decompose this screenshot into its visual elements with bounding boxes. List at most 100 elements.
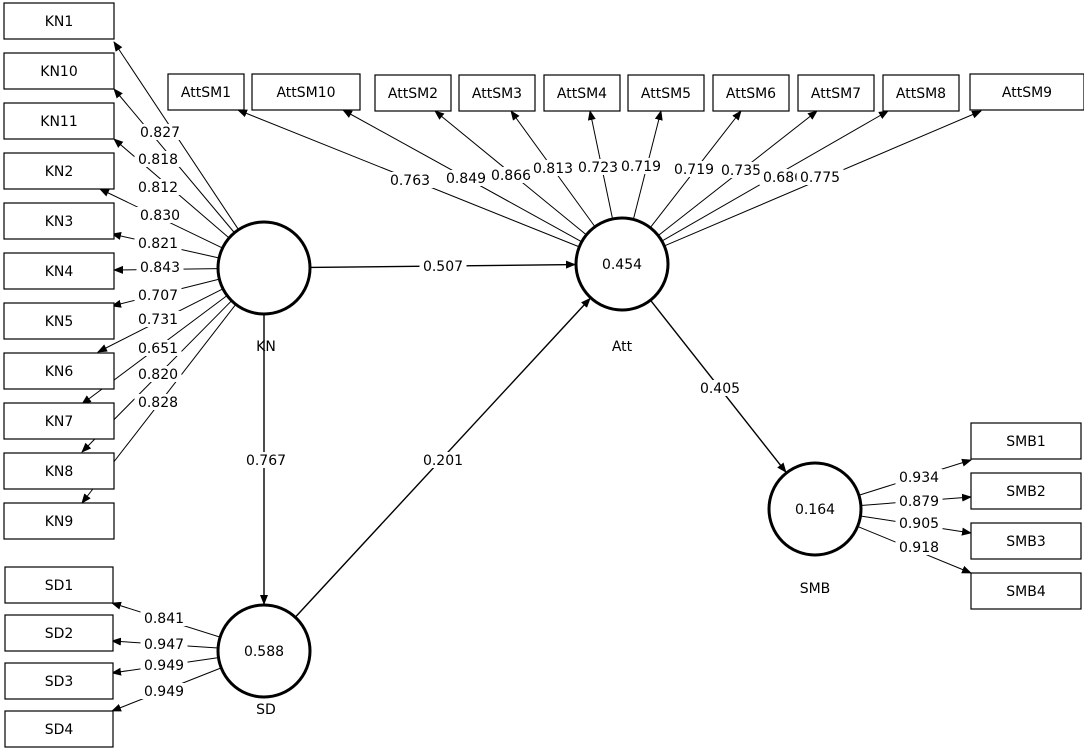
indicator-attsm7-label: AttSM7 [811, 86, 861, 102]
loading-attsm9-bg [796, 169, 844, 185]
indicator-smb1-box [970, 422, 1082, 460]
loading-smb4-bg [895, 539, 943, 555]
loading-attsm3: 0.813 [533, 161, 573, 177]
indicator-attsm1-box [167, 73, 245, 111]
indicator-attsm5-box [627, 74, 705, 112]
loading-attsm1: 0.763 [390, 173, 430, 189]
indicator-attsm7-box [797, 74, 875, 112]
indicator-smb4-box [970, 572, 1082, 610]
indicator-kn11-label: KN11 [40, 114, 77, 130]
indicator-kn4-box [3, 252, 115, 290]
path-coef-kn-att-bg [419, 258, 467, 274]
indicator-sd2-box [4, 614, 114, 652]
loading-attsm2-bg [487, 167, 535, 183]
indicator-smb4-label: SMB4 [1006, 584, 1046, 600]
loading-attsm6: 0.719 [674, 162, 714, 178]
indicator-sd4-box [4, 710, 114, 748]
indicator-sd3-box [4, 662, 114, 700]
loading-sd3: 0.949 [144, 658, 184, 674]
indicator-attsm5-label: AttSM5 [641, 86, 691, 102]
indicator-kn3-label: KN3 [45, 214, 74, 230]
loading-kn-8: 0.731 [138, 312, 178, 328]
indicator-kn1-label: KN1 [45, 14, 74, 30]
indicator-attsm10-box [251, 73, 361, 111]
loading-kn-2: 0.818 [138, 152, 178, 168]
indicator-kn4-label: KN4 [45, 264, 74, 280]
loading-kn-11-bg [134, 394, 182, 410]
loading-attsm4: 0.723 [578, 160, 618, 176]
indicator-attsm3-label: AttSM3 [472, 86, 522, 102]
indicator-attsm1-label: AttSM1 [181, 85, 231, 101]
loading-kn-1-bg [136, 124, 184, 140]
loading-attsm8-bg [759, 169, 807, 185]
indicator-attsm6-box [712, 74, 790, 112]
loading-kn-3-bg [134, 179, 182, 195]
loading-kn-1: 0.827 [140, 125, 180, 141]
latent-att-name: Att [612, 339, 633, 355]
loading-kn-2-bg [134, 151, 182, 167]
indicator-smb2-label: SMB2 [1006, 484, 1045, 500]
loading-kn-10-bg [134, 366, 182, 382]
loading-kn-4: 0.830 [140, 208, 180, 224]
loading-smb1: 0.934 [899, 470, 939, 486]
indicator-smb3-label: SMB3 [1006, 534, 1045, 550]
loading-attsm8: 0.686 [763, 170, 803, 186]
indicator-kn5-box [3, 302, 115, 340]
indicator-attsm4-label: AttSM4 [557, 86, 607, 102]
latent-smb-r2: 0.164 [795, 502, 835, 518]
loading-kn-6-bg [136, 259, 184, 275]
loading-attsm6-bg [670, 161, 718, 177]
indicator-kn7-label: KN7 [45, 414, 74, 430]
latent-kn-circle [216, 220, 312, 316]
loading-attsm10-bg [442, 170, 490, 186]
indicator-kn6-box [3, 352, 115, 390]
indicator-attsm2-label: AttSM2 [388, 86, 438, 102]
indicator-kn7-box [3, 402, 115, 440]
loading-attsm3-bg [529, 160, 577, 176]
indicator-kn9-label: KN9 [45, 514, 74, 530]
indicator-smb2-box [970, 472, 1082, 510]
path-coef-sd-att: 0.201 [423, 453, 463, 469]
path-coef-kn-sd: 0.767 [246, 453, 286, 469]
indicator-kn1-box [3, 2, 115, 40]
latent-smb-circle [767, 461, 863, 557]
loading-sd4-bg [140, 683, 188, 699]
loading-attsm7-bg [717, 162, 765, 178]
edges-layer [81, 41, 982, 712]
loading-sd1: 0.841 [144, 611, 184, 627]
indicator-sd1-box [4, 566, 114, 604]
loading-smb3: 0.905 [899, 516, 939, 532]
loading-attsm10: 0.849 [446, 171, 486, 187]
loading-attsm1-bg [386, 172, 434, 188]
indicator-kn11-box [3, 102, 115, 140]
indicator-sd3-label: SD3 [45, 674, 74, 690]
indicator-kn5-label: KN5 [45, 314, 74, 330]
loading-smb2-bg [895, 493, 943, 509]
loading-kn-10: 0.820 [138, 367, 178, 383]
loading-kn-3: 0.812 [138, 180, 178, 196]
indicator-kn3-box [3, 202, 115, 240]
latent-kn-name: KN [256, 339, 276, 355]
indicator-attsm10-label: AttSM10 [276, 85, 335, 101]
loading-sd2-bg [140, 636, 188, 652]
loading-kn-5-bg [134, 235, 182, 251]
indicator-attsm3-box [458, 74, 536, 112]
loading-smb1-bg [895, 469, 943, 485]
latent-att-circle [574, 216, 670, 312]
path-coef-kn-att: 0.507 [423, 259, 463, 275]
path-coef-kn-sd-bg [242, 452, 290, 468]
indicator-attsm9-label: AttSM9 [1002, 85, 1052, 101]
indicator-kn9-box [3, 502, 115, 540]
indicator-kn10-box [3, 52, 115, 90]
path-coef-att-smb: 0.405 [700, 381, 740, 397]
indicator-attsm6-label: AttSM6 [726, 86, 776, 102]
latent-sd-r2: 0.588 [244, 644, 284, 660]
loading-kn-4-bg [136, 207, 184, 223]
indicator-sd1-label: SD1 [45, 578, 74, 594]
loading-smb2: 0.879 [899, 494, 939, 510]
loading-kn-9-bg [134, 340, 182, 356]
loading-sd1-bg [140, 610, 188, 626]
indicator-kn2-box [3, 152, 115, 190]
loading-smb3-bg [895, 515, 943, 531]
indicator-kn2-label: KN2 [45, 164, 74, 180]
